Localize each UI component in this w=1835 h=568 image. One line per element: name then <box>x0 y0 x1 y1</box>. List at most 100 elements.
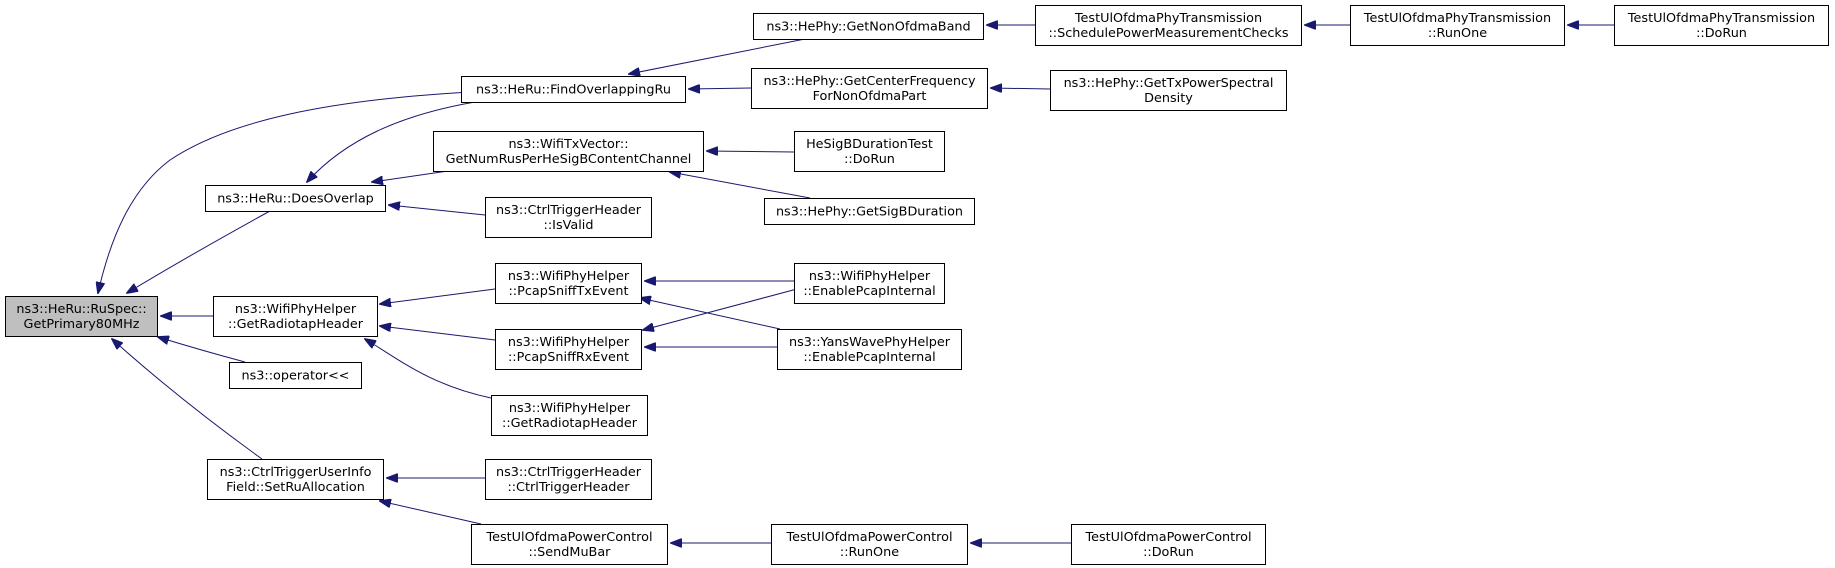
node-label-line: ns3::CtrlTriggerHeader <box>496 465 642 480</box>
node-box <box>461 76 686 103</box>
node-box <box>1071 524 1266 565</box>
node-label-line: GetPrimary80MHz <box>24 317 140 332</box>
node-label-line: ns3::WifiPhyHelper <box>508 269 630 284</box>
node-getRadiotap2[interactable]: ns3::WifiPhyHelper::GetRadiotapHeader <box>491 395 648 436</box>
node-label-line: ns3::HeRu::DoesOverlap <box>217 192 374 207</box>
node-label-line: TestUlOfdmaPhyTransmission <box>1363 11 1551 26</box>
node-label-line: TestUlOfdmaPhyTransmission <box>1627 11 1815 26</box>
edge-sendMuBar-to-setRuAlloc <box>380 501 482 525</box>
node-box <box>794 263 945 304</box>
node-label-line: TestUlOfdmaPowerControl <box>785 530 952 545</box>
node-box <box>1035 5 1302 46</box>
node-label-line: ::DoRun <box>1143 545 1194 560</box>
node-box <box>777 329 962 370</box>
edge-findOverlap-to-root <box>98 91 471 293</box>
node-nonOfdmaBand[interactable]: ns3::HePhy::GetNonOfdmaBand <box>753 13 984 40</box>
node-label-line: ns3::WifiPhyHelper <box>508 335 630 350</box>
node-label-line: ns3::HeRu::RuSpec:: <box>16 302 146 317</box>
node-schedPower[interactable]: TestUlOfdmaPhyTransmission::SchedulePowe… <box>1035 5 1302 46</box>
node-box <box>485 459 652 500</box>
node-label-line: HeSigBDurationTest <box>806 137 933 152</box>
edge-setRuAlloc-to-root <box>112 339 263 460</box>
node-box <box>495 329 642 370</box>
node-box <box>213 296 378 337</box>
node-label-line: ns3::HePhy::GetCenterFrequency <box>763 74 976 89</box>
node-label-line: ::PcapSniffTxEvent <box>509 284 629 299</box>
node-isValid[interactable]: ns3::CtrlTriggerHeader::IsValid <box>485 197 652 238</box>
node-label-line: ns3::HePhy::GetTxPowerSpectral <box>1064 76 1274 91</box>
node-label-line: TestUlOfdmaPowerControl <box>1084 530 1251 545</box>
node-label-line: ::CtrlTriggerHeader <box>507 480 630 495</box>
node-label-line: ns3::WifiPhyHelper <box>809 269 931 284</box>
node-ctrlTrigHdr[interactable]: ns3::CtrlTriggerHeader::CtrlTriggerHeade… <box>485 459 652 500</box>
node-setRuAlloc[interactable]: ns3::CtrlTriggerUserInfoField::SetRuAllo… <box>207 459 384 500</box>
node-label-line: ::GetRadiotapHeader <box>228 317 364 332</box>
node-label-line: ns3::CtrlTriggerHeader <box>496 203 642 218</box>
node-box <box>433 131 704 172</box>
node-label-line: ns3::WifiTxVector:: <box>508 137 628 152</box>
edge-centerFreq-to-findOverlap <box>689 88 752 89</box>
node-label-line: GetNumRusPerHeSigBContentChannel <box>446 152 692 167</box>
node-label-line: TestUlOfdmaPhyTransmission <box>1074 11 1262 26</box>
node-label-line: ns3::WifiPhyHelper <box>235 302 357 317</box>
edge-sigBDur-to-getNumRus <box>670 172 811 199</box>
node-enablePcapYans[interactable]: ns3::YansWavePhyHelper::EnablePcapIntern… <box>777 329 962 370</box>
edge-enablePcapWifi-to-pcapRx <box>643 288 798 330</box>
edge-pcapRx-to-getRadiotap1 <box>380 326 496 341</box>
node-pcRunOne[interactable]: TestUlOfdmaPowerControl::RunOne <box>771 524 968 565</box>
node-box <box>764 198 975 225</box>
node-pcapTx[interactable]: ns3::WifiPhyHelper::PcapSniffTxEvent <box>495 263 642 304</box>
edge-getNumRus-to-doesOverlap <box>372 170 449 182</box>
edge-findOverlap-to-doesOverlap <box>307 101 476 182</box>
node-pcDoRun[interactable]: TestUlOfdmaPowerControl::DoRun <box>1071 524 1266 565</box>
node-centerFreq[interactable]: ns3::HePhy::GetCenterFrequencyForNonOfdm… <box>751 68 988 109</box>
node-label-line: Density <box>1144 91 1193 106</box>
node-sigBDur[interactable]: ns3::HePhy::GetSigBDuration <box>764 198 975 225</box>
node-ptRunOne[interactable]: TestUlOfdmaPhyTransmission::RunOne <box>1350 5 1565 46</box>
node-box <box>794 131 945 172</box>
node-enablePcapWifi[interactable]: ns3::WifiPhyHelper::EnablePcapInternal <box>794 263 945 304</box>
edge-doesOverlap-to-root <box>127 210 271 293</box>
node-findOverlap[interactable]: ns3::HeRu::FindOverlappingRu <box>461 76 686 103</box>
node-label-line: ::IsValid <box>544 218 594 233</box>
node-pcapRx[interactable]: ns3::WifiPhyHelper::PcapSniffRxEvent <box>495 329 642 370</box>
node-label-line: ::SchedulePowerMeasurementChecks <box>1048 26 1288 41</box>
node-root[interactable]: ns3::HeRu::RuSpec::GetPrimary80MHz <box>5 296 158 337</box>
node-label-line: ::RunOne <box>840 545 899 560</box>
edges-layer <box>98 25 1614 543</box>
node-box <box>229 362 362 389</box>
node-getNumRus[interactable]: ns3::WifiTxVector::GetNumRusPerHeSigBCon… <box>433 131 704 172</box>
edge-txPowerSpec-to-centerFreq <box>991 88 1051 89</box>
node-label-line: ns3::operator<< <box>241 369 349 384</box>
node-label-line: ::GetRadiotapHeader <box>502 416 638 431</box>
node-box <box>1614 5 1829 46</box>
node-label-line: ::DoRun <box>1696 26 1747 41</box>
edge-pcapTx-to-getRadiotap1 <box>380 288 496 304</box>
node-box <box>5 296 158 337</box>
node-label-line: ns3::HePhy::GetSigBDuration <box>776 205 963 220</box>
node-box <box>471 524 668 565</box>
node-getRadiotap1[interactable]: ns3::WifiPhyHelper::GetRadiotapHeader <box>213 296 378 337</box>
node-label-line: ::PcapSniffRxEvent <box>508 350 629 365</box>
node-sigBTest[interactable]: HeSigBDurationTest::DoRun <box>794 131 945 172</box>
node-box <box>491 395 648 436</box>
edge-isValid-to-doesOverlap <box>389 205 486 216</box>
node-ptDoRun[interactable]: TestUlOfdmaPhyTransmission::DoRun <box>1614 5 1829 46</box>
nodes-layer: ns3::HeRu::RuSpec::GetPrimary80MHzns3::H… <box>5 5 1829 565</box>
node-box <box>771 524 968 565</box>
node-label-line: ::DoRun <box>844 152 895 167</box>
node-label-line: ns3::HeRu::FindOverlappingRu <box>476 83 671 98</box>
node-label-line: ::EnablePcapInternal <box>803 284 935 299</box>
node-box <box>1050 70 1287 111</box>
node-doesOverlap[interactable]: ns3::HeRu::DoesOverlap <box>205 185 386 212</box>
node-sendMuBar[interactable]: TestUlOfdmaPowerControl::SendMuBar <box>471 524 668 565</box>
node-opShift[interactable]: ns3::operator<< <box>229 362 362 389</box>
node-label-line: Field::SetRuAllocation <box>226 480 365 495</box>
node-box <box>1350 5 1565 46</box>
edge-sigBTest-to-getNumRus <box>707 151 795 152</box>
node-box <box>753 13 984 40</box>
node-label-line: ForNonOfdmaPart <box>813 89 927 104</box>
node-box <box>207 459 384 500</box>
